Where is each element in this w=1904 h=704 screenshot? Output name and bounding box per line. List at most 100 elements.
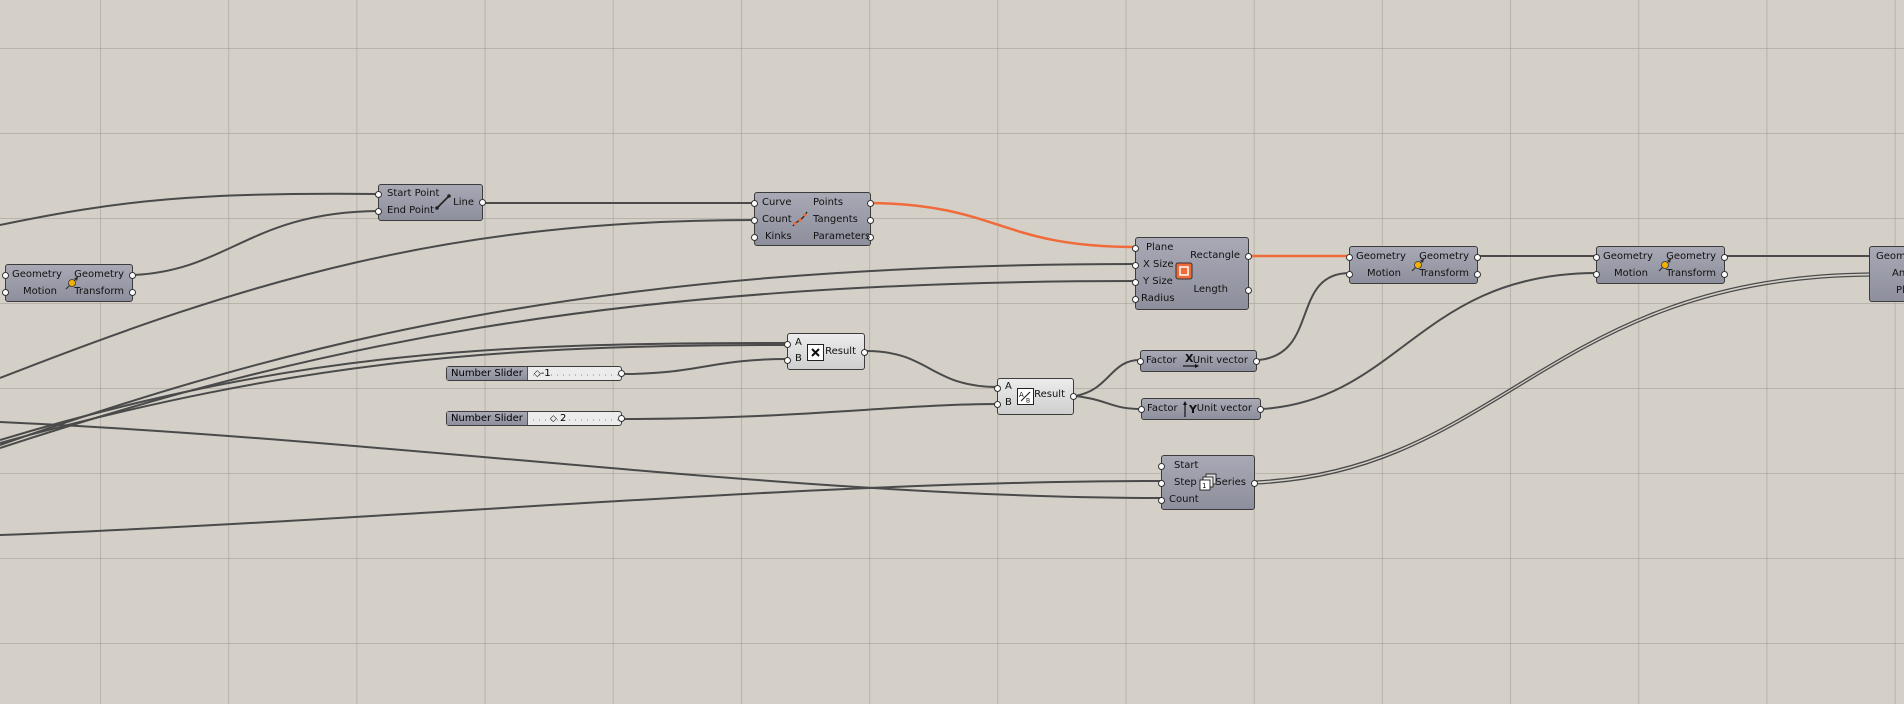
series-component[interactable]: Start Step Count 1 Series (1158, 455, 1258, 510)
input-grip[interactable] (784, 341, 791, 348)
wire (621, 403, 999, 420)
rectangle-icon (1175, 262, 1193, 280)
input-label: B (795, 353, 802, 364)
input-label: Count (1169, 494, 1199, 505)
number-slider[interactable]: Number Slider ◇-1 (446, 366, 625, 381)
divide-curve-component[interactable]: Curve Count Kinks Points Tangents Parame… (751, 192, 874, 246)
wire-list (1254, 275, 1871, 485)
input-label: Count (762, 214, 792, 225)
output-label: Unit vector (1192, 355, 1248, 366)
output-grip[interactable] (1474, 254, 1481, 261)
input-grip[interactable] (1158, 480, 1165, 487)
output-grip[interactable] (479, 199, 486, 206)
unit-y-icon: Y (1181, 400, 1201, 418)
multiply-component[interactable]: A B Result (784, 333, 868, 370)
output-grip[interactable] (618, 415, 625, 422)
output-grip[interactable] (1070, 393, 1077, 400)
input-grip[interactable] (994, 401, 1001, 408)
input-grip[interactable] (1132, 279, 1139, 286)
output-grip[interactable] (1245, 287, 1252, 294)
svg-text:1: 1 (1202, 482, 1206, 490)
unit-y-component[interactable]: Factor Y Unit vector (1138, 398, 1264, 420)
input-grip[interactable] (784, 357, 791, 364)
input-label: An (1892, 268, 1904, 279)
input-grip[interactable] (1158, 463, 1165, 470)
input-grip[interactable] (1132, 262, 1139, 269)
input-grip[interactable] (375, 208, 382, 215)
output-label: Parameters (813, 231, 871, 242)
output-grip[interactable] (1245, 253, 1252, 260)
input-grip[interactable] (1593, 254, 1600, 261)
wire (0, 192, 380, 226)
input-grip[interactable] (1158, 497, 1165, 504)
input-label: End Point (387, 205, 435, 216)
input-grip[interactable] (751, 200, 758, 207)
svg-text:Y: Y (1188, 403, 1198, 416)
slider-track[interactable]: ◇-1 (527, 367, 621, 380)
slider-handle[interactable]: ◇ (533, 369, 541, 379)
output-grip[interactable] (861, 349, 868, 356)
input-label: X Size (1143, 259, 1174, 270)
output-grip[interactable] (1474, 271, 1481, 278)
input-grip[interactable] (1132, 245, 1139, 252)
slider-handle[interactable]: ◇ (549, 414, 557, 424)
output-grip[interactable] (1721, 254, 1728, 261)
input-label: Factor (1146, 355, 1177, 366)
input-label: B (1005, 397, 1012, 408)
rotate-component-partial[interactable]: Geome An Pla (1869, 246, 1904, 302)
wire (1257, 272, 1351, 361)
multiply-icon (807, 344, 824, 361)
output-label: Length (1193, 284, 1229, 295)
move-icon (63, 274, 81, 292)
input-grip[interactable] (2, 289, 9, 296)
unit-x-icon: X (1181, 352, 1201, 370)
wire (0, 219, 756, 379)
input-grip[interactable] (1138, 406, 1145, 413)
rectangle-component[interactable]: Plane X Size Y Size Radius Rectangle Len… (1132, 237, 1252, 310)
output-grip[interactable] (129, 289, 136, 296)
input-grip[interactable] (1346, 271, 1353, 278)
output-grip[interactable] (1251, 480, 1258, 487)
input-grip[interactable] (751, 234, 758, 241)
input-grip[interactable] (1346, 254, 1353, 261)
input-grip[interactable] (2, 272, 9, 279)
move-component-b[interactable]: Geometry Motion Geometry Transform (1593, 246, 1728, 284)
output-grip[interactable] (1257, 406, 1264, 413)
output-grip[interactable] (867, 234, 874, 241)
input-label: Geome (1876, 251, 1904, 262)
output-grip[interactable] (867, 200, 874, 207)
input-grip[interactable] (1593, 271, 1600, 278)
wire (0, 480, 1163, 536)
output-grip[interactable] (618, 370, 625, 377)
output-label: Tangents (813, 214, 858, 225)
slider-value: 2 (559, 413, 567, 424)
input-label: Step (1174, 477, 1197, 488)
line-component[interactable]: Start Point End Point Line (375, 184, 486, 221)
output-label: Geometry (1419, 251, 1469, 262)
wire (1074, 395, 1143, 410)
input-grip[interactable] (375, 191, 382, 198)
output-grip[interactable] (867, 217, 874, 224)
input-grip[interactable] (994, 385, 1001, 392)
output-grip[interactable] (1721, 271, 1728, 278)
input-label: Motion (1614, 268, 1648, 279)
output-label: Points (813, 197, 844, 208)
input-grip[interactable] (751, 217, 758, 224)
output-grip[interactable] (129, 272, 136, 279)
number-slider[interactable]: Number Slider ◇ 2 (446, 411, 625, 426)
wire (1074, 359, 1141, 397)
slider-track[interactable]: ◇ 2 (527, 412, 621, 425)
input-label: Geometry (1356, 251, 1406, 262)
input-label: Y Size (1143, 276, 1173, 287)
unit-x-component[interactable]: Factor X Unit vector (1137, 350, 1260, 372)
wire (0, 344, 789, 444)
output-grip[interactable] (1253, 358, 1260, 365)
move-component-left[interactable]: Geometry Motion Geometry Transform (2, 264, 136, 302)
output-label: Geometry (74, 269, 124, 280)
input-grip[interactable] (1137, 358, 1144, 365)
move-component-a[interactable]: Geometry Motion Geometry Transform (1346, 246, 1481, 284)
input-grip[interactable] (1132, 296, 1139, 303)
